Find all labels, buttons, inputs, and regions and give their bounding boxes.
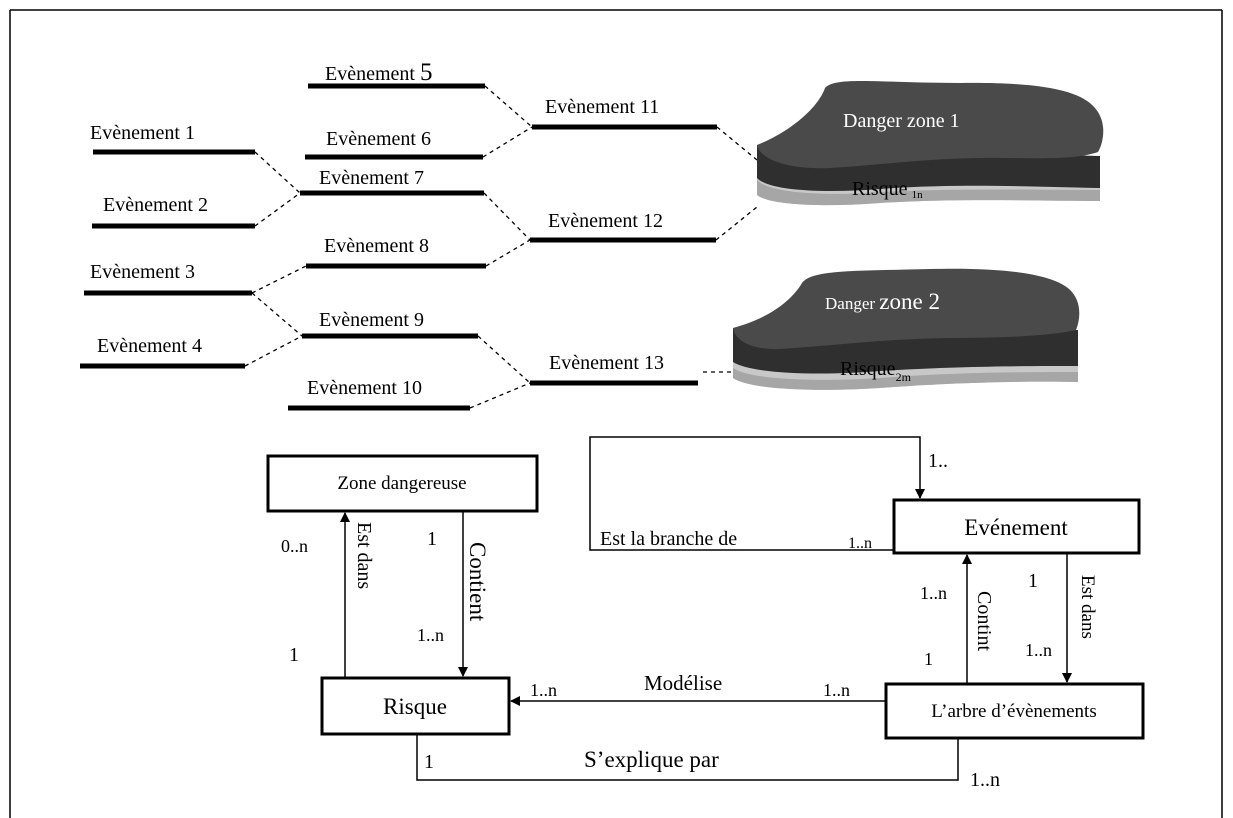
est-dans-left-label: Est dans — [353, 522, 375, 589]
explique-label: S’explique par — [584, 747, 719, 772]
connector-e5-e6-to-e11 — [482, 85, 533, 158]
mult-1-contint: 1 — [924, 649, 933, 669]
mult-1n-contint: 1..n — [920, 583, 947, 603]
mult-1-risque-left: 1 — [289, 644, 299, 666]
branche-label: Est la branche de — [600, 528, 737, 550]
mult-1n-est-dans: 1..n — [1025, 640, 1052, 660]
event-2-label: Evènement 2 — [103, 194, 208, 216]
branche-loop-arrow — [589, 436, 925, 551]
danger-zone-2: Danger zone 2 Risque2m — [733, 268, 1080, 390]
event-11-label: Evènement 11 — [545, 96, 659, 118]
danger-zone-1: Danger zone 1 Risque 1n — [757, 80, 1104, 206]
zone-2-top-surface — [733, 268, 1080, 350]
zone-1-risk-shadow — [757, 153, 1100, 206]
mult-1n-risque: 1..n — [530, 680, 557, 700]
mult-1n-contient: 1..n — [417, 625, 444, 645]
event-5-label: Evènement 5 — [325, 59, 432, 86]
zone-2-title: Danger zone 2 — [825, 289, 940, 314]
connector-e1-e2-to-e7 — [254, 151, 301, 227]
zone-1-risk-word: Risque — [852, 178, 908, 200]
mult-1n-branche: 1..n — [848, 535, 872, 552]
zone-1-risk-label: Risque 1n — [852, 178, 923, 201]
mult-0n-zone: 0..n — [281, 536, 308, 556]
zone-dangereuse-box — [266, 454, 539, 513]
contient-label: Contient — [465, 542, 490, 622]
connector-e3-to-e8-e9 — [251, 265, 307, 337]
mult-1n-modelise: 1..n — [823, 680, 850, 700]
risque-box — [320, 676, 511, 736]
arbre-evenements-box — [884, 682, 1145, 740]
zone-2-risk-subscript: 2m — [896, 370, 912, 384]
explique-connector — [416, 734, 959, 781]
event-12-label: Evènement 12 — [548, 210, 663, 232]
event-7-label: Evènement 7 — [319, 167, 424, 189]
zone-2-risk-shadow — [733, 345, 1078, 390]
zone-2-risk-label: Risque2m — [840, 358, 912, 384]
connector-e11-to-zone1 — [716, 126, 758, 161]
event-10-label: Evènement 10 — [307, 377, 422, 399]
evenement-box — [892, 498, 1141, 555]
modelise-label: Modélise — [644, 671, 722, 695]
arbre-evenements-label: L’arbre d’évènements — [931, 701, 1096, 722]
mult-1-contient: 1 — [427, 528, 437, 550]
connector-e12-to-zone1 — [715, 206, 758, 241]
mult-1-loop: 1.. — [928, 450, 948, 472]
zone-2-title-small: Danger — [825, 294, 879, 313]
event-5-number: 5 — [420, 59, 433, 86]
contint-label: Contint — [973, 591, 995, 651]
event-13-label: Evènement 13 — [549, 352, 664, 374]
zone-2-risk-word: Risque — [840, 358, 896, 380]
mult-1-explique: 1 — [424, 751, 434, 773]
zone-dangereuse-label: Zone dangereuse — [337, 473, 466, 494]
mult-1n-explique: 1..n — [970, 769, 1000, 791]
event-8-label: Evènement 8 — [324, 235, 429, 257]
zone-2-title-large: zone 2 — [879, 289, 940, 314]
zone-1-risk-subscript: 1n — [912, 189, 924, 201]
event-6-label: Evènement 6 — [326, 128, 431, 150]
event-5-word: Evènement — [325, 63, 420, 85]
est-dans-right-label: Est dans — [1077, 575, 1098, 639]
event-1-label: Evènement 1 — [90, 122, 195, 144]
evenement-label: Evénement — [964, 515, 1068, 540]
event-9-label: Evènement 9 — [319, 309, 424, 331]
risque-label: Risque — [383, 694, 447, 719]
connector-e9-e10-to-e13 — [469, 335, 531, 409]
event-3-label: Evènement 3 — [90, 261, 195, 283]
event-4-label: Evènement 4 — [97, 335, 202, 357]
connector-e4-to-e9 — [244, 335, 303, 367]
connector-e7-e8-to-e12 — [483, 192, 531, 267]
zone-1-title: Danger zone 1 — [843, 110, 960, 132]
mult-1-est-dans: 1 — [1028, 570, 1038, 592]
zone-1-top-surface — [757, 80, 1104, 169]
